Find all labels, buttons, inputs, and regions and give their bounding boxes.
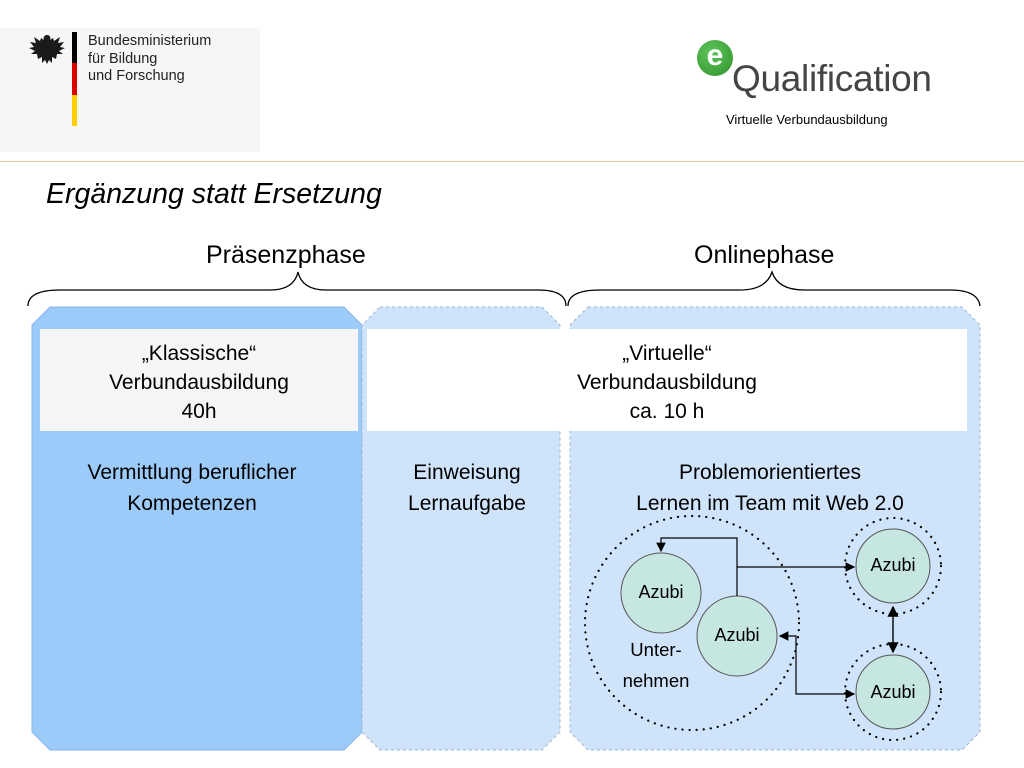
brace-online bbox=[567, 269, 981, 307]
classic-box-line-1: „Klassische“ bbox=[141, 342, 257, 365]
azubi-group-bottom bbox=[843, 642, 943, 742]
virtual-box-text: „Virtuelle“ Verbundausbildung ca. 10 h bbox=[367, 339, 967, 426]
header-divider bbox=[0, 161, 1024, 162]
azubi-node-1 bbox=[620, 552, 702, 634]
azubi-group-top bbox=[843, 516, 943, 616]
azubi-node-4 bbox=[855, 654, 931, 730]
azubi-label-2: Azubi bbox=[714, 625, 760, 645]
ministry-name: Bundesministerium für Bildung und Forsch… bbox=[88, 33, 211, 86]
company-label-line-1: Unter- bbox=[630, 639, 682, 660]
connector-to-bottom-right bbox=[778, 631, 856, 699]
classic-box-line-3: 40h bbox=[181, 400, 217, 423]
company-group-circle bbox=[583, 514, 801, 732]
intro-body-line-1: Einweisung bbox=[413, 461, 521, 484]
azubi-label-1: Azubi bbox=[638, 582, 684, 602]
box-classic bbox=[40, 329, 358, 431]
ministry-line-2: für Bildung bbox=[88, 50, 158, 67]
virtual-box-line-1: „Virtuelle“ bbox=[622, 342, 712, 365]
classic-body-text: Vermittlung beruflicher Kompetenzen bbox=[32, 457, 352, 519]
classic-body-line-2: Kompetenzen bbox=[127, 492, 257, 515]
logo-tagline: Virtuelle Verbundausbildung bbox=[726, 112, 888, 127]
federal-eagle-icon bbox=[29, 35, 65, 64]
azubi-node-3 bbox=[855, 528, 931, 604]
brace-presence bbox=[27, 271, 567, 307]
german-flag-bar bbox=[72, 32, 77, 126]
virtual-body-line-2: Lernen im Team mit Web 2.0 bbox=[636, 492, 904, 515]
azubi-label-4: Azubi bbox=[870, 682, 916, 702]
classic-box-line-2: Verbundausbildung bbox=[109, 371, 289, 394]
ministry-line-1: Bundesministerium bbox=[88, 33, 212, 49]
virtual-box-line-3: ca. 10 h bbox=[629, 400, 705, 423]
intro-body-text: Einweisung Lernaufgabe bbox=[362, 457, 572, 519]
azubi-label-3: Azubi bbox=[870, 555, 916, 575]
classic-box-text: „Klassische“ Verbundausbildung 40h bbox=[40, 339, 358, 426]
phase-label-presence: Präsenzphase bbox=[206, 241, 366, 269]
box-virtual bbox=[367, 329, 967, 431]
intro-body-line-2: Lernaufgabe bbox=[408, 492, 526, 515]
virtual-body-line-1: Problemorientiertes bbox=[678, 461, 862, 484]
ministry-line-3: und Forschung bbox=[88, 68, 185, 84]
slide-title: Ergänzung statt Ersetzung bbox=[46, 178, 382, 210]
company-label: Unter- nehmen bbox=[606, 634, 706, 696]
classic-body-line-1: Vermittlung beruflicher bbox=[87, 461, 297, 484]
company-label-line-2: nehmen bbox=[622, 670, 690, 691]
equalification-logo-word: Qualification bbox=[732, 58, 932, 99]
phase-label-online: Onlinephase bbox=[694, 241, 835, 269]
virtual-body-text: Problemorientiertes Lernen im Team mit W… bbox=[570, 457, 970, 519]
virtual-box-line-2: Verbundausbildung bbox=[577, 371, 757, 394]
equalification-logo-e: e bbox=[697, 40, 733, 76]
